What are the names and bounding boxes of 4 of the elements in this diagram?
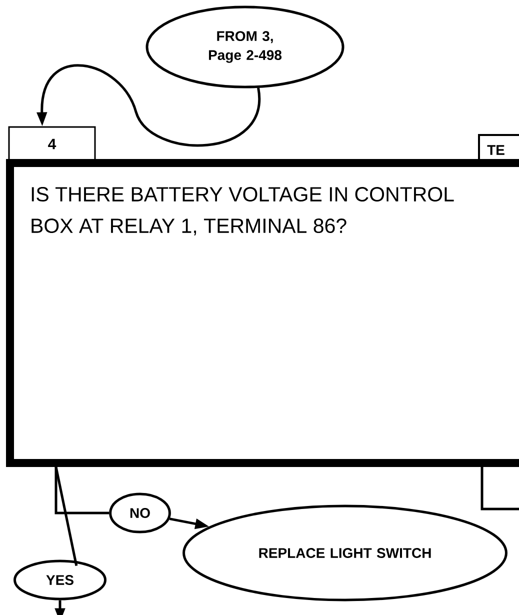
question-box: IS THERE BATTERY VOLTAGE IN CONTROL BOX AT RELAY 1, TERMINAL 86? — [6, 159, 519, 467]
connector-line — [54, 466, 78, 566]
step-number-tab: 4 — [8, 126, 96, 162]
connector-line — [54, 467, 110, 514]
